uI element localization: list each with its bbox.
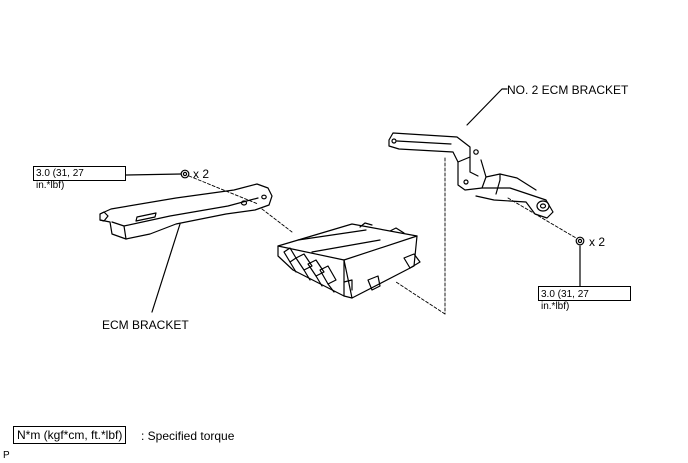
torque-spec-2-line1: 3.0 (31, 27 [541,289,589,300]
legend-unit-box: N*m (kgf*cm, ft.*lbf) [13,426,127,444]
no2-ecm-bracket-part [388,88,554,219]
torque-spec-2-line2: in.*lbf) [541,301,570,312]
no2-ecm-bracket-label: NO. 2 ECM BRACKET [507,83,629,97]
torque-spec-box-1 [33,166,126,181]
torque-spec-1-line1: 3.0 (31, 27 [36,168,84,179]
ecm-bracket-label: ECM BRACKET [102,318,189,332]
screw-icon [180,169,190,179]
torque-spec-1-line2: in.*lbf) [36,180,65,191]
ecm-unit-part [277,222,421,299]
screw-icon [575,236,585,246]
ecm-bracket-part [99,183,273,313]
corner-mark: P [3,450,10,461]
torque-spec-box-2 [538,286,631,301]
alignment-lines [188,157,577,315]
quantity-label-1: x 2 [193,167,210,181]
torque-leader [125,173,182,176]
legend-description: : Specified torque [141,429,235,443]
quantity-label-2: x 2 [589,235,606,249]
